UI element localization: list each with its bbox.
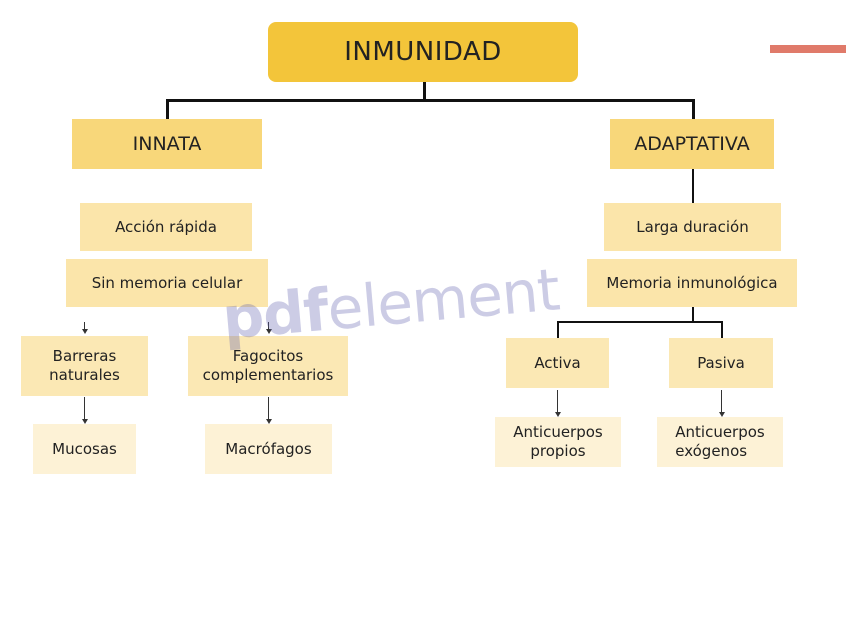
root-connector-down [423,81,426,101]
arrow-fagocitos-icon [266,329,272,334]
arrow-barreras-stem [84,322,85,330]
pasiva-connector [721,321,723,339]
innata-connector [166,99,169,120]
arrow-fagocitos-stem [268,322,269,330]
node-adaptativa: ADAPTATIVA [610,119,774,169]
node-mucosas: Mucosas [33,424,136,474]
node-inmunidad: INMUNIDAD [268,22,578,82]
node-memoria-inmunologica: Memoria inmunológica [587,259,797,307]
node-accion-rapida: Acción rápida [80,203,252,251]
node-macrofagos: Macrófagos [205,424,332,474]
arrow-pasiva-icon [719,412,725,417]
node-larga-duracion: Larga duración [604,203,781,251]
node-innata: INNATA [72,119,262,169]
arrow-barreras-icon [82,329,88,334]
adaptativa-trait-connector [692,168,694,204]
arrow-macrofagos-icon [266,419,272,424]
activa-connector [557,321,559,339]
watermark-badge [770,45,846,53]
arrow-mucosas-icon [82,419,88,424]
root-connector-horizontal [166,99,695,102]
node-activa: Activa [506,338,609,388]
node-barreras-naturales: Barreras naturales [21,336,148,396]
node-sin-memoria-celular: Sin memoria celular [66,259,268,307]
arrow-macrofagos-stem [268,397,269,420]
node-anticuerpos-propios: Anticuerpos propios [495,417,621,467]
arrow-mucosas-stem [84,397,85,420]
arrow-activa-stem [557,390,558,413]
arrow-activa-icon [555,412,561,417]
watermark-light-text: element [324,255,562,344]
adaptativa-connector [692,99,695,120]
node-anticuerpos-exogenos: Anticuerpos exógenos [657,417,783,467]
node-pasiva: Pasiva [669,338,773,388]
adaptativa-split-horizontal [557,321,723,323]
node-fagocitos-complementarios: Fagocitos complementarios [188,336,348,396]
adaptativa-split-down [692,306,694,322]
watermark-bold-text: pdf [219,275,331,353]
arrow-pasiva-stem [721,390,722,413]
